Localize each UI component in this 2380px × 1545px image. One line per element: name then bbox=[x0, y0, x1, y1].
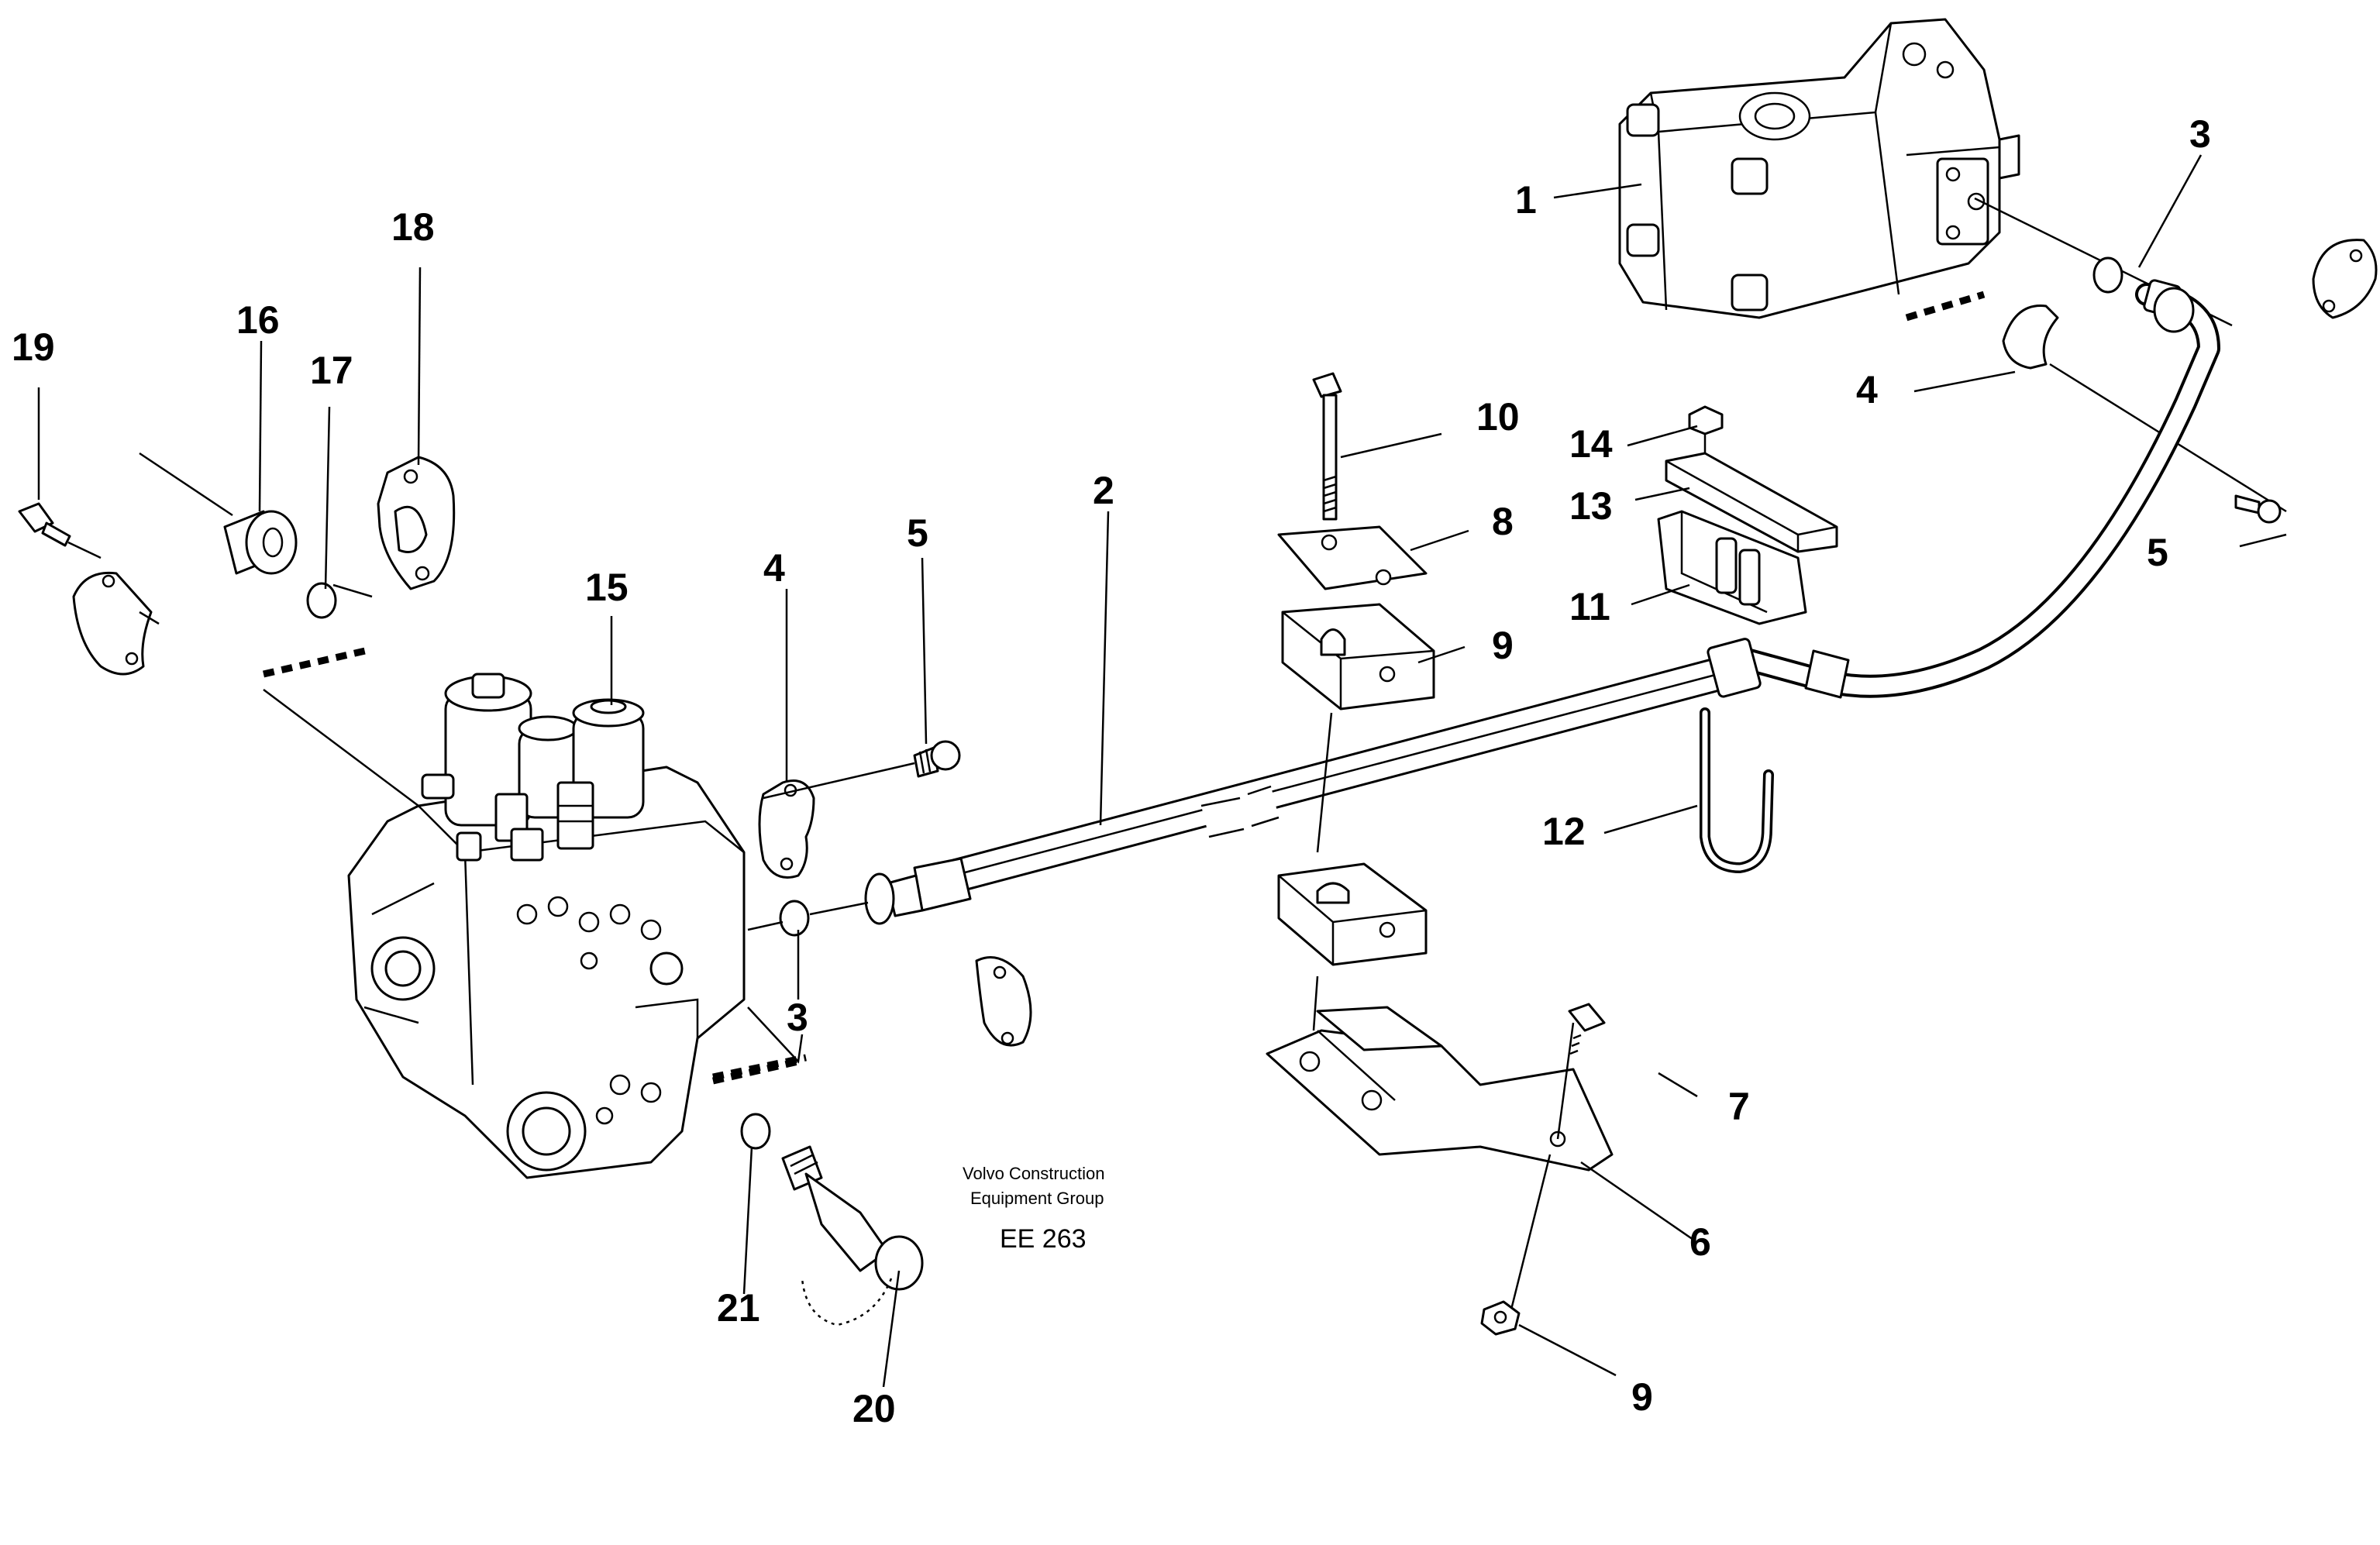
callout-9-upper: 9 bbox=[1492, 624, 1514, 667]
clamp-cover-plate-8 bbox=[1277, 525, 1428, 590]
callout-leaders bbox=[37, 154, 2287, 1388]
o-ring-3-middle bbox=[779, 900, 810, 937]
nut-14 bbox=[1688, 405, 1724, 435]
callout-4-middle: 4 bbox=[763, 546, 785, 590]
bolt-19 bbox=[18, 502, 71, 547]
drawing-code: EE 263 bbox=[1000, 1224, 1087, 1254]
callout-13: 13 bbox=[1569, 484, 1613, 528]
port-fitting-16 bbox=[223, 510, 298, 575]
callout-6: 6 bbox=[1689, 1220, 1711, 1264]
credit-line-1: Volvo Construction bbox=[963, 1164, 1104, 1183]
callout-9-lower: 9 bbox=[1631, 1375, 1653, 1419]
callout-3-middle: 3 bbox=[787, 996, 808, 1039]
mounting-bracket-6 bbox=[1266, 1006, 1614, 1172]
callout-12: 12 bbox=[1542, 810, 1586, 853]
pump-port-indicator bbox=[1905, 291, 1986, 322]
valve-port-indicator-top bbox=[262, 645, 374, 678]
flange-half-4-middle bbox=[758, 779, 815, 879]
clamp-holder-11 bbox=[1657, 510, 1807, 625]
bolt-5-right bbox=[2234, 494, 2282, 524]
clamp-axis-line bbox=[1312, 712, 1333, 1031]
callout-10: 10 bbox=[1476, 395, 1520, 439]
flange-half-loose-middle bbox=[975, 956, 1032, 1047]
pressure-hose bbox=[864, 279, 2220, 925]
test-nipple-20 bbox=[781, 1145, 924, 1326]
control-valve-block bbox=[347, 673, 746, 1179]
flange-half-4-upper bbox=[2002, 305, 2059, 370]
clamp-plate-13 bbox=[1665, 452, 1838, 553]
o-ring-21 bbox=[740, 1113, 771, 1150]
u-bolt-12 bbox=[1700, 707, 1774, 873]
clamp-half-9-upper bbox=[1281, 603, 1435, 711]
callout-16: 16 bbox=[236, 298, 280, 342]
o-ring-3-upper bbox=[2092, 256, 2123, 294]
callout-3-upper: 3 bbox=[2189, 112, 2211, 156]
callout-19: 19 bbox=[12, 325, 55, 369]
clamp-half-9-lower bbox=[1277, 862, 1428, 966]
bolt-7 bbox=[1568, 1003, 1606, 1055]
bolt-5-middle bbox=[913, 740, 961, 778]
hydraulic-pump bbox=[1618, 18, 2020, 319]
port-indicator-21 bbox=[712, 1054, 807, 1081]
callout-labels: 1 2 3 3 4 4 5 5 6 7 8 9 9 10 11 12 13 14… bbox=[12, 112, 2211, 1430]
callout-7: 7 bbox=[1728, 1085, 1750, 1128]
publisher-credit: Volvo Construction Equipment Group EE 26… bbox=[963, 1164, 1104, 1254]
callout-1: 1 bbox=[1515, 178, 1537, 222]
callout-21: 21 bbox=[717, 1286, 760, 1330]
callout-15: 15 bbox=[585, 566, 629, 609]
o-ring-17 bbox=[306, 582, 337, 619]
callout-5-right: 5 bbox=[2147, 531, 2168, 574]
callout-8: 8 bbox=[1492, 500, 1514, 543]
callout-17: 17 bbox=[310, 349, 353, 392]
callout-2: 2 bbox=[1093, 469, 1114, 512]
credit-line-2: Equipment Group bbox=[970, 1189, 1104, 1208]
bolt-10 bbox=[1312, 372, 1342, 521]
split-flange-18 bbox=[377, 456, 456, 590]
callout-14: 14 bbox=[1569, 422, 1613, 466]
callout-4-upper: 4 bbox=[1856, 368, 1878, 411]
callout-11: 11 bbox=[1569, 585, 1610, 628]
flange-half-19 bbox=[72, 571, 153, 676]
callout-18: 18 bbox=[391, 205, 435, 249]
callout-20: 20 bbox=[852, 1387, 896, 1430]
callout-5-middle: 5 bbox=[907, 511, 928, 555]
